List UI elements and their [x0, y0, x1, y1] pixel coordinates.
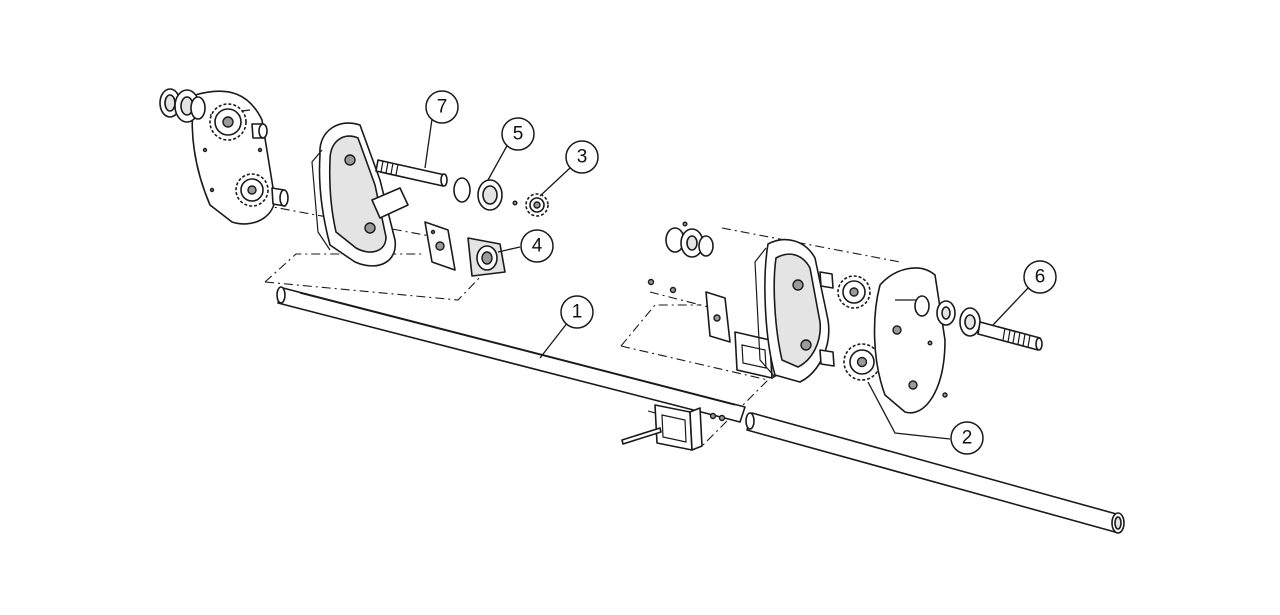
callout-6-label: 6: [1035, 267, 1046, 288]
main-shaft-left: [276, 286, 746, 423]
left-upper-sprocket: [209, 103, 247, 141]
callout-4: 4: [520, 229, 554, 263]
callout-2-circle: [950, 421, 984, 455]
callout-6: 6: [1023, 260, 1057, 294]
callout-1-circle: [560, 295, 594, 329]
callout-7-label: 7: [437, 97, 448, 118]
main-shaft-right: [745, 412, 1125, 534]
left-lower-sprocket: [235, 173, 269, 207]
right-end-plate: [873, 267, 948, 414]
callout-7-circle: [425, 90, 459, 124]
callout-4-label: 4: [532, 236, 543, 257]
left-end-flange: [159, 88, 206, 123]
splined-shaft-right: [977, 321, 1043, 351]
callout-5-label: 5: [513, 124, 524, 145]
right-shaft-collars: [914, 295, 981, 337]
callout-3-circle: [565, 140, 599, 174]
right-chain-case: [754, 238, 830, 383]
callout-4-circle: [520, 229, 554, 263]
callout-7: 7: [425, 90, 459, 124]
right-upper-sprocket: [819, 271, 871, 309]
sprocket-small: [512, 193, 549, 217]
sprocket-right-lower: [819, 343, 881, 381]
bearing-flange: [467, 237, 506, 277]
callout-5-circle: [501, 117, 535, 151]
washer-collar: [453, 177, 503, 211]
callout-3-label: 3: [577, 147, 588, 168]
callout-6-circle: [1023, 260, 1057, 294]
splined-shaft-left: [375, 159, 448, 187]
leader-lines: [424, 118, 1029, 440]
left-bushings: [251, 123, 289, 207]
callout-5: 5: [501, 117, 535, 151]
callout-2: 2: [950, 421, 984, 455]
coupling-bracket: [621, 404, 726, 451]
right-mount-bracket: [647, 278, 783, 379]
callout-1-label: 1: [572, 302, 583, 323]
callout-1: 1: [560, 295, 594, 329]
callout-2-label: 2: [962, 428, 973, 449]
callout-3: 3: [565, 140, 599, 174]
left-chain-case: [311, 122, 409, 267]
left-mount-plate: [424, 221, 456, 271]
right-flange: [665, 221, 714, 258]
